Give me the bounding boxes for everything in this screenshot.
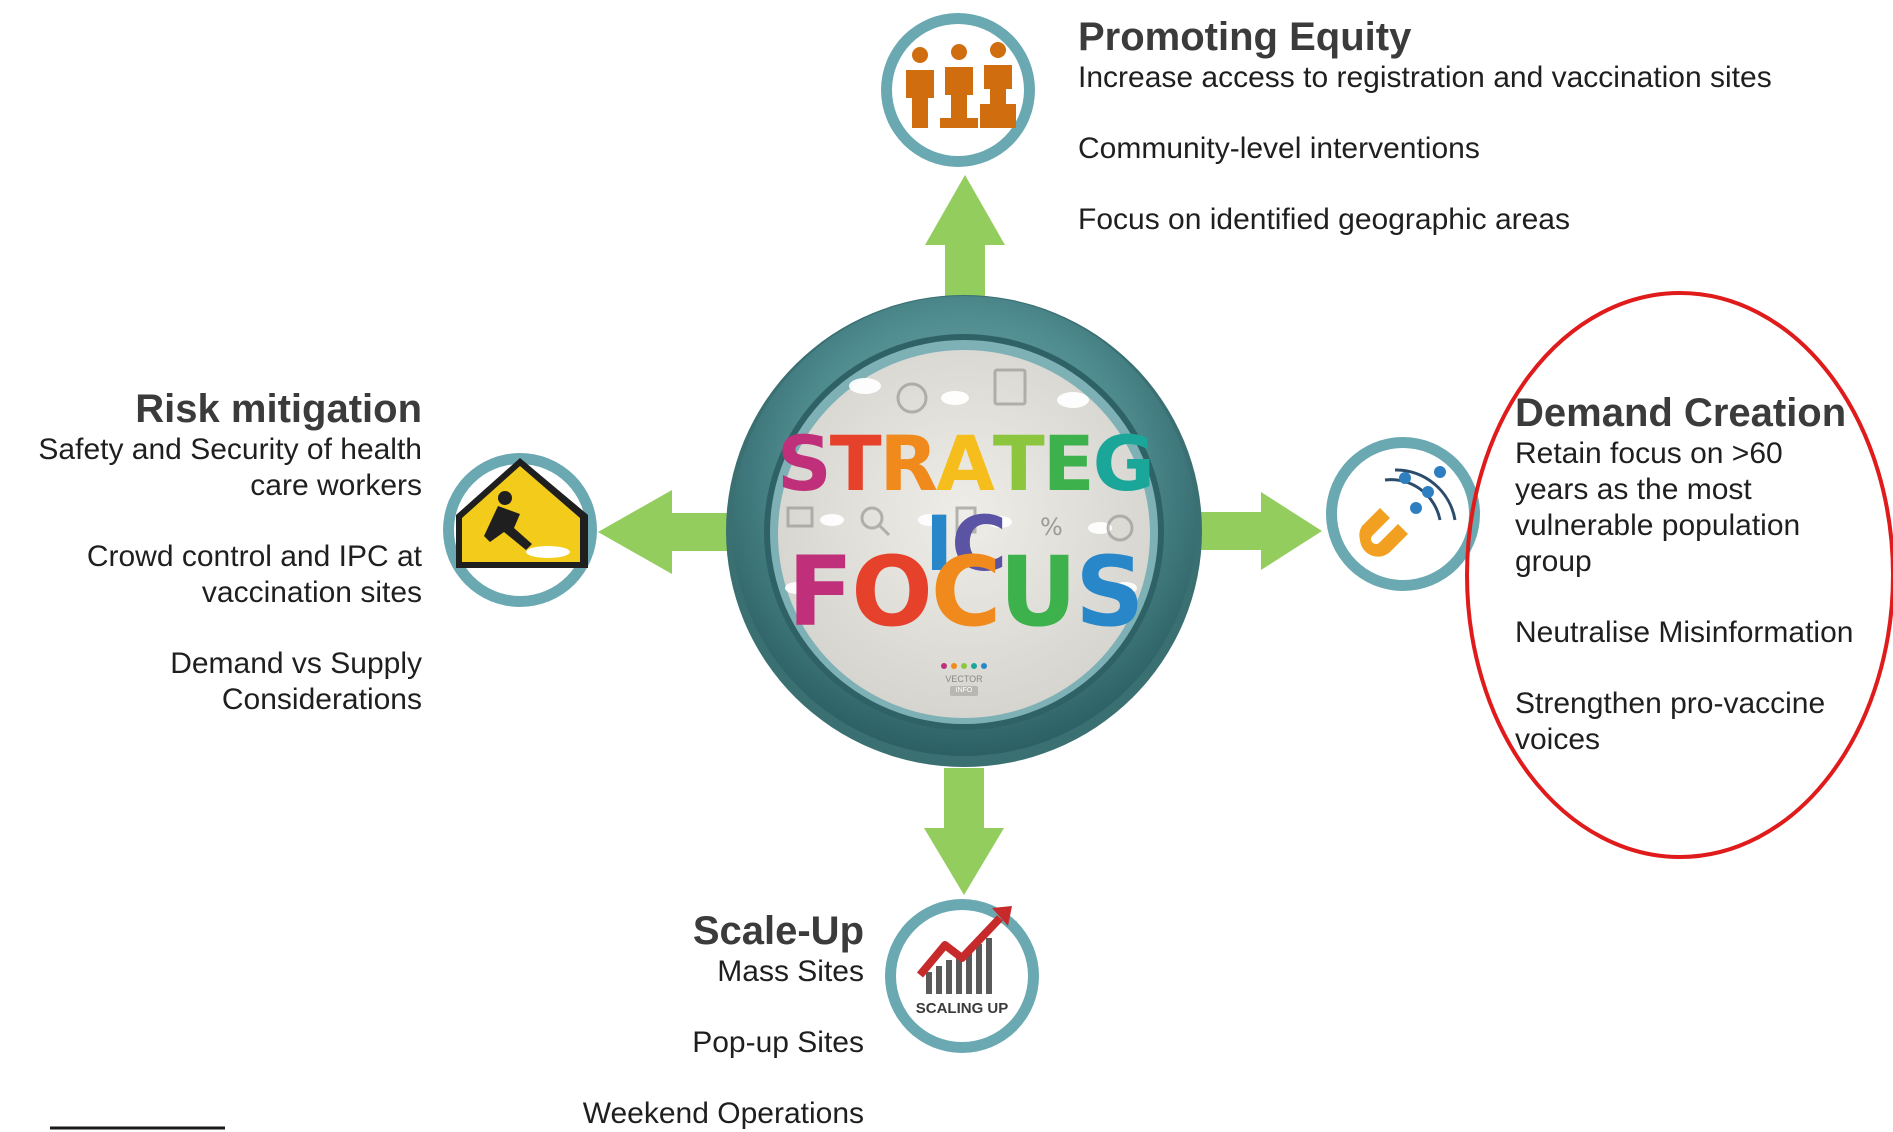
demand-creation-item: Strengthen pro-vaccine voices	[1515, 686, 1893, 758]
strategic-letter: I	[924, 499, 953, 588]
scale-up-item: Weekend Operations	[582, 1097, 864, 1130]
demand-creation-title: Demand Creation	[1515, 391, 1847, 435]
strategic-letter: T	[992, 419, 1045, 508]
risk-mitigation-title: Risk mitigation	[135, 387, 422, 431]
demand-item-line: years as the most	[1515, 473, 1752, 506]
promoting-equity-item: Community-level interventions	[1078, 132, 1480, 165]
focus-letter: O	[851, 536, 933, 648]
risk-mitigation-item: Demand vs Supply Considerations	[0, 646, 422, 718]
demand-item-line: group	[1515, 545, 1592, 578]
strategic-letter: R	[879, 419, 939, 508]
demand-item-line: vulnerable population	[1515, 509, 1801, 542]
magnet-demand-icon	[1326, 437, 1480, 591]
arrow-down	[924, 768, 1004, 895]
scaling-up-icon	[885, 899, 1039, 1053]
demand-item-line: Neutralise Misinformation	[1515, 616, 1854, 649]
strategic-letter: T	[829, 419, 882, 508]
focus-word-letters: FOCUS	[787, 536, 1145, 648]
arrow-left	[598, 490, 732, 574]
demand-item-line: Retain focus on >60	[1515, 437, 1783, 470]
promoting-equity-item: Increase access to registration and vacc…	[1078, 61, 1772, 94]
strategic-letter: E	[1042, 419, 1095, 508]
promoting-equity-block: Promoting Equity Increase access to regi…	[1078, 14, 1878, 238]
scaling-up-label: SCALING UP	[915, 1000, 1009, 1017]
risk-mitigation-block: Risk mitigation Safety and Security of h…	[0, 386, 422, 718]
strategic-letter: C	[951, 499, 1007, 588]
risk-mitigation-item: Crowd control and IPC at vaccination sit…	[0, 539, 422, 611]
risk-item-line: Considerations	[221, 683, 422, 716]
demand-creation-item: Retain focus on >60 years as the most vu…	[1515, 436, 1893, 580]
svg-text:%: %	[1040, 513, 1063, 541]
arrow-right	[1195, 492, 1322, 570]
strategic-focus-ring: %	[726, 295, 1202, 767]
vector-badge-bottom: INFO	[955, 687, 973, 694]
demand-creation-item: Neutralise Misinformation	[1515, 615, 1893, 651]
demand-item-line: voices	[1515, 723, 1601, 756]
warning-sign-icon	[443, 453, 597, 607]
focus-letter: F	[787, 536, 854, 648]
risk-mitigation-item: Safety and Security of health care worke…	[0, 432, 422, 504]
focus-letter: S	[1075, 536, 1144, 648]
highlight-ellipse	[1465, 291, 1893, 859]
demand-item-line: Strengthen pro-vaccine	[1515, 687, 1826, 720]
scale-up-item: Mass Sites	[717, 955, 864, 988]
strategic-word-letters: STRATEGIC	[770, 424, 1160, 584]
focus-word: FOCUS	[770, 542, 1160, 642]
arrow-up	[925, 175, 1005, 297]
risk-item-line: care workers	[250, 469, 422, 502]
scale-up-item: Pop-up Sites	[692, 1026, 864, 1059]
scale-up-block: Scale-Up Mass Sites Pop-up Sites Weekend…	[500, 908, 864, 1132]
demand-creation-block: Demand Creation Retain focus on >60 year…	[1515, 390, 1893, 758]
promoting-equity-title: Promoting Equity	[1078, 15, 1412, 59]
strategic-letter: S	[776, 419, 832, 508]
strategic-word: STRATEGIC	[770, 424, 1160, 584]
strategic-letter: A	[936, 419, 995, 508]
risk-item-line: Safety and Security of health	[38, 433, 422, 466]
risk-item-line: Crowd control and IPC at	[86, 540, 422, 573]
vector-badge-top: VECTOR	[945, 674, 983, 684]
risk-item-line: vaccination sites	[201, 576, 422, 609]
focus-letter: C	[930, 536, 1001, 648]
focus-letter: U	[999, 536, 1077, 648]
promoting-equity-item: Focus on identified geographic areas	[1078, 203, 1570, 236]
people-equity-icon	[881, 13, 1035, 167]
risk-item-line: Demand vs Supply	[170, 647, 422, 680]
strategic-letter: G	[1092, 419, 1155, 508]
scale-up-title: Scale-Up	[692, 909, 864, 953]
